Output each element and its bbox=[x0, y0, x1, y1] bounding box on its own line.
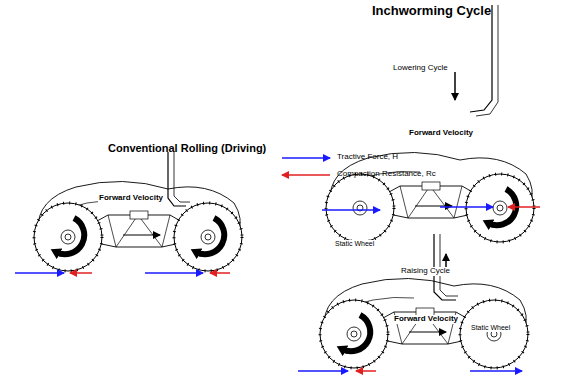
motion-label: Forward Velocity bbox=[98, 194, 164, 203]
motion-label: Forward Velocity bbox=[393, 315, 459, 324]
cycle-label: Lowering Cycle bbox=[392, 64, 449, 73]
cycle-label: Raising Cycle bbox=[400, 267, 451, 276]
legend-text: Compaction Resistance, Rc bbox=[337, 170, 436, 179]
wheel-label: Static Wheel bbox=[334, 240, 375, 248]
section-heading: Conventional Rolling (Driving) bbox=[108, 142, 266, 154]
legend-text: Tractive Force, H bbox=[337, 153, 398, 162]
section-heading: Inchworming Cycle bbox=[372, 4, 491, 18]
wheel-label: Static Wheel bbox=[470, 324, 511, 332]
motion-label: Forward Velocity bbox=[408, 129, 474, 138]
